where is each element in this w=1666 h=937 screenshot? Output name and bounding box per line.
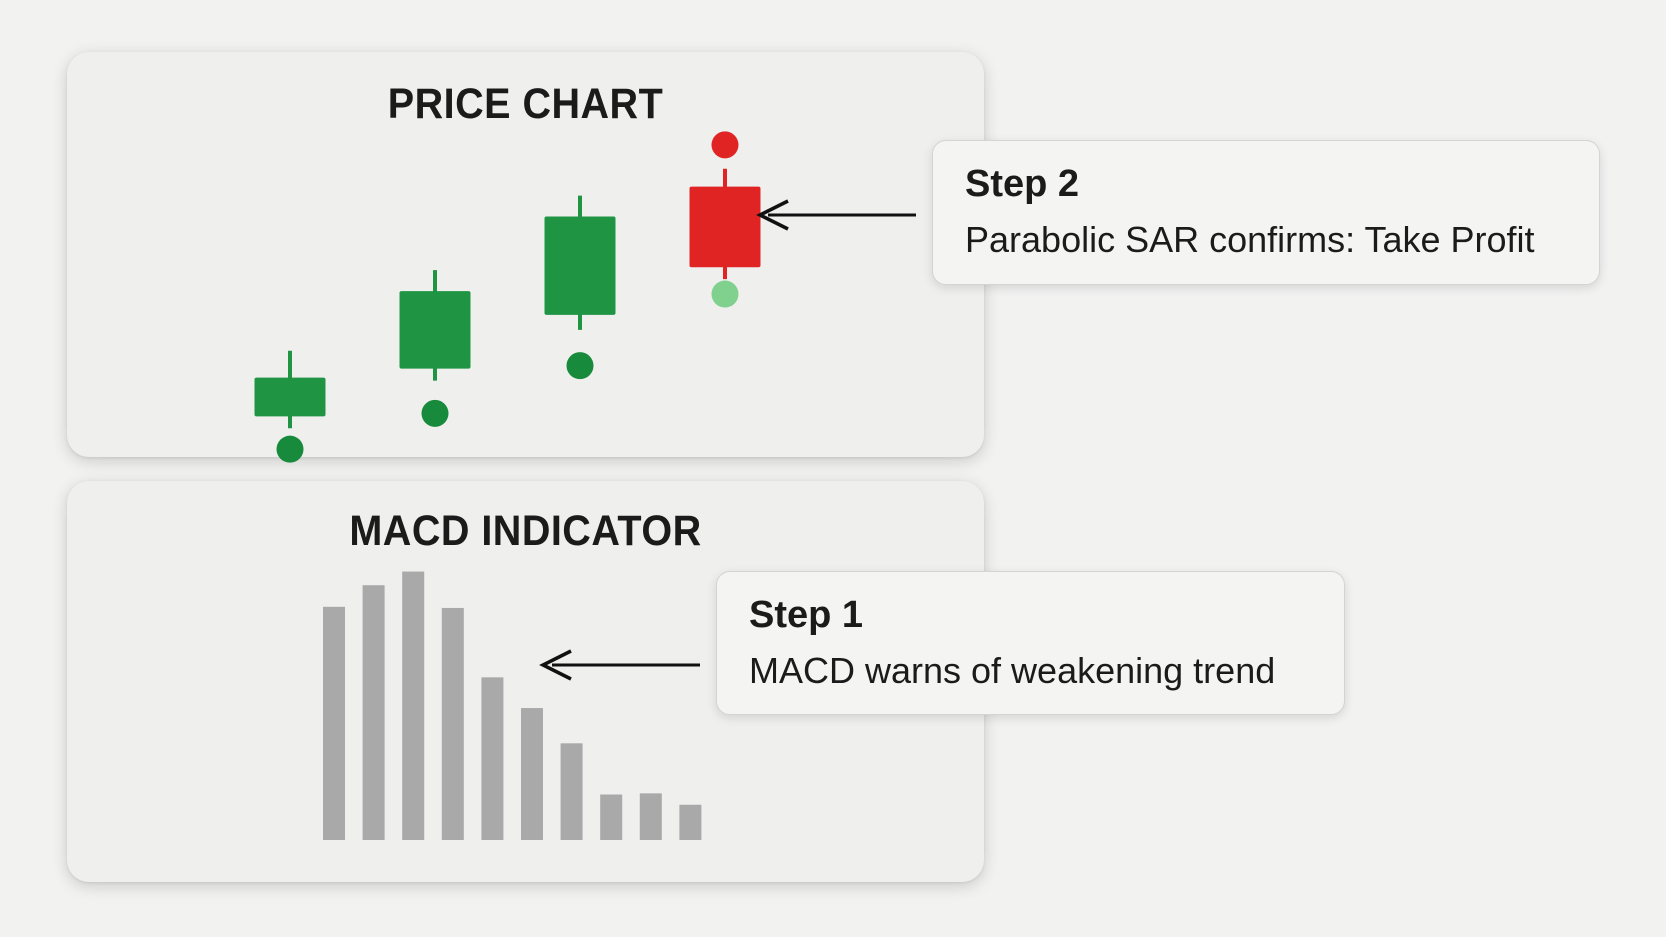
- bullish-candle: [254, 377, 326, 417]
- macd-histogram-bar: [402, 571, 425, 840]
- price-chart-title: PRICE CHART: [387, 80, 664, 128]
- macd-histogram-bar: [679, 804, 702, 840]
- macd-histogram-bar: [323, 606, 345, 840]
- macd-histogram-bar: [639, 793, 662, 840]
- parabolic-sar-dot: [421, 399, 449, 427]
- parabolic-sar-dot: [566, 352, 594, 380]
- macd-histogram-bar: [441, 607, 464, 840]
- step-1-title: Step 1: [749, 594, 864, 636]
- parabolic-sar-dot: [276, 435, 304, 463]
- bullish-candle: [399, 291, 471, 369]
- macd-histogram: [323, 571, 702, 840]
- parabolic-sar-dot: [711, 280, 739, 308]
- macd-histogram-bar: [481, 677, 504, 840]
- macd-indicator-title: MACD INDICATOR: [349, 507, 702, 555]
- macd-histogram-bar: [362, 585, 385, 840]
- step-1-text: MACD warns of weakening trend: [749, 650, 1276, 691]
- step-2-callout: Step 2 Parabolic SAR confirms: Take Prof…: [932, 140, 1600, 285]
- macd-indicator-panel: MACD INDICATOR: [67, 481, 984, 882]
- bearish-candle: [689, 186, 761, 268]
- parabolic-sar-dot: [711, 131, 739, 159]
- bullish-candle: [544, 216, 616, 315]
- step-2-text: Parabolic SAR confirms: Take Profit: [965, 219, 1535, 260]
- macd-histogram-bar: [521, 708, 543, 840]
- price-chart-panel: PRICE CHART: [67, 52, 984, 463]
- macd-histogram-bar: [560, 743, 583, 840]
- step-2-title: Step 2: [965, 163, 1080, 205]
- step-1-callout: Step 1 MACD warns of weakening trend: [716, 571, 1345, 715]
- macd-histogram-bar: [600, 794, 623, 840]
- price-chart-plot: [254, 131, 761, 463]
